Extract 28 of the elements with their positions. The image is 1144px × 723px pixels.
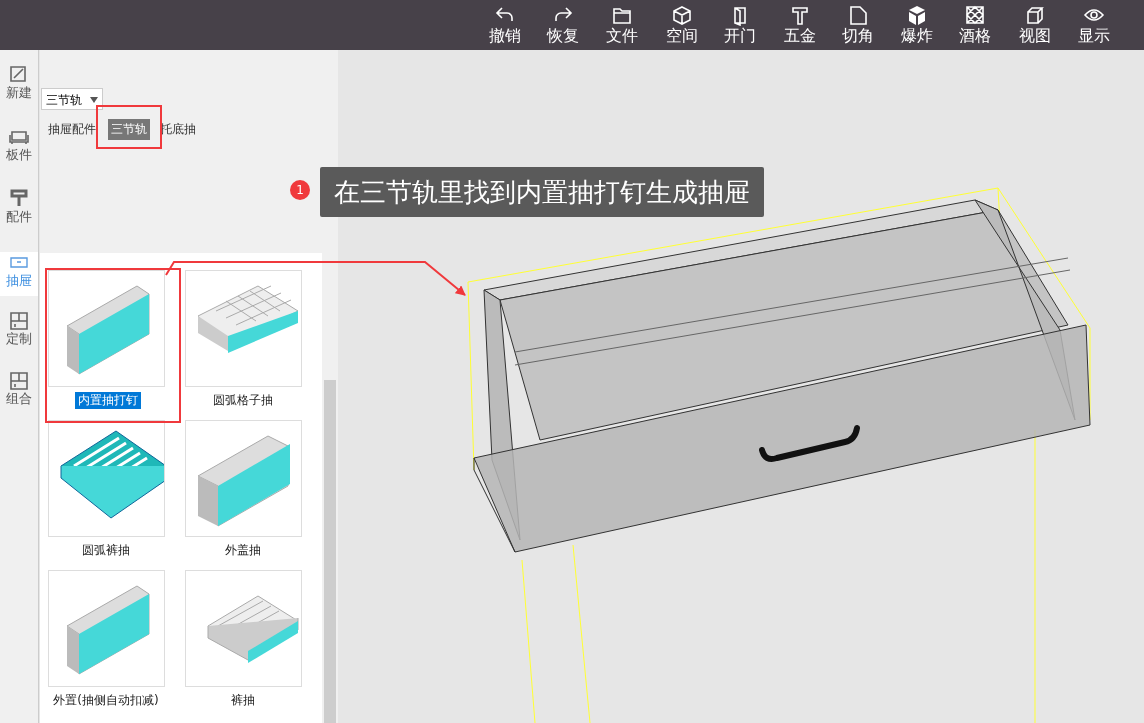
dropdown: 三节轨 bbox=[41, 88, 103, 110]
redo-button: 恢复 bbox=[535, 0, 591, 50]
display-button: 显示 bbox=[1066, 0, 1122, 50]
tile-label: 外盖抽 bbox=[224, 542, 262, 559]
combine-button: 组合 bbox=[0, 370, 38, 414]
tile-label: 裤抽 bbox=[230, 692, 256, 709]
drawer-button: 抽屉 bbox=[0, 252, 38, 296]
custom-button: 定制 bbox=[0, 310, 38, 354]
tab: 抽屉配件 bbox=[48, 119, 96, 140]
undo-button: 撤销 bbox=[477, 0, 533, 50]
tile-label: 外置(抽侧自动扣减) bbox=[52, 692, 160, 709]
space-button: 空间 bbox=[654, 0, 710, 50]
tile-label: 圆弧格子抽 bbox=[212, 392, 274, 409]
new-button: 新建 bbox=[0, 64, 38, 108]
tab: 三节轨 bbox=[108, 119, 150, 140]
wine-rack-button: 酒格 bbox=[947, 0, 1003, 50]
view-button: 视图 bbox=[1007, 0, 1063, 50]
tile-label: 圆弧裤抽 bbox=[81, 542, 131, 559]
chamfer-button: 切角 bbox=[830, 0, 886, 50]
callout-text: 在三节轨里找到内置抽打钉生成抽屉 bbox=[320, 167, 764, 217]
tile-label: 内置抽打钉 bbox=[75, 392, 141, 409]
board-button: 板件 bbox=[0, 126, 38, 170]
hardware-button: 五金 bbox=[772, 0, 828, 50]
door-button: 开门 bbox=[712, 0, 768, 50]
file-button: 文件 bbox=[594, 0, 650, 50]
arrow bbox=[165, 261, 466, 296]
explode-button: 爆炸 bbox=[889, 0, 945, 50]
accessory-button: 配件 bbox=[0, 188, 38, 232]
